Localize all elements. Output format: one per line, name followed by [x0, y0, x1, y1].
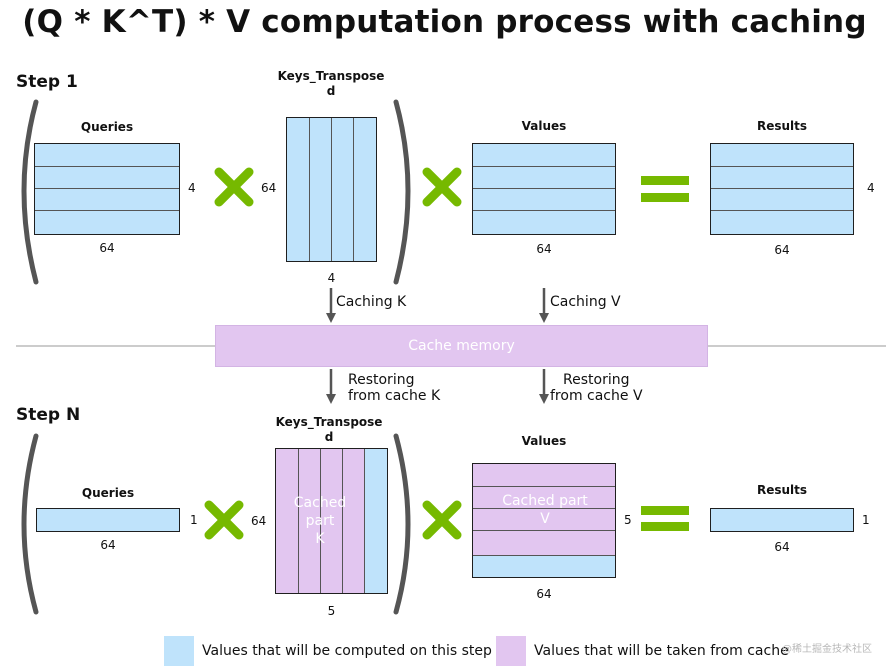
keys-n-cached-text: Cached part K	[293, 495, 347, 547]
keys-n-computed-column	[364, 449, 387, 593]
keys-rows-dim: 64	[261, 181, 277, 195]
legend-cached-swatch	[496, 636, 526, 666]
values-cols-dim: 64	[536, 242, 552, 256]
values-label: Values	[521, 119, 567, 133]
results-cols-dim: 64	[774, 243, 790, 257]
equals-icon	[641, 176, 689, 202]
keys-n-transpose-label: Keys_Transpose d	[275, 415, 383, 444]
multiply-icon	[422, 167, 462, 207]
keys-n-transpose-matrix: Cached part K	[275, 448, 388, 594]
keys-n-rows-dim: 64	[251, 514, 267, 528]
values-n-label: Values	[521, 434, 567, 448]
watermark: @稀土掘金技术社区	[782, 644, 872, 655]
values-n-cached-text: Cached part V	[502, 493, 588, 527]
results-n-rows-dim: 1	[862, 513, 870, 527]
multiply-icon	[214, 167, 254, 207]
results-n-matrix	[710, 508, 854, 532]
values-n-rows-dim: 5	[624, 513, 632, 527]
results-n-label: Results	[756, 483, 808, 497]
values-n-cols-dim: 64	[536, 587, 552, 601]
results-n-cols-dim: 64	[774, 540, 790, 554]
queries-n-cols-dim: 64	[100, 538, 116, 552]
restoring-k-label: Restoring from cache K	[348, 372, 441, 404]
queries-n-matrix	[36, 508, 180, 532]
keys-cols-dim: 4	[327, 271, 336, 285]
restoring-v-label: Restoring from cache V	[550, 372, 643, 404]
queries-n-rows-dim: 1	[190, 513, 198, 527]
multiply-icon	[422, 500, 462, 540]
results-label: Results	[756, 119, 808, 133]
keys-transpose-label: Keys_Transpose d	[277, 69, 385, 98]
left-paren-icon	[21, 99, 39, 285]
legend-computed-text: Values that will be computed on this ste…	[202, 643, 492, 659]
legend-cached-text: Values that will be taken from cache	[534, 643, 789, 659]
down-arrow-icon	[539, 369, 549, 404]
down-arrow-icon	[539, 288, 549, 323]
queries-matrix	[34, 143, 180, 235]
page-title: (Q * K^T) * V computation process with c…	[22, 4, 867, 40]
multiply-icon	[204, 500, 244, 540]
results-rows-dim: 4	[867, 181, 875, 195]
right-paren-icon	[393, 99, 411, 285]
keys-transpose-matrix	[286, 117, 377, 262]
queries-rows-dim: 4	[188, 181, 196, 195]
down-arrow-icon	[326, 369, 336, 404]
left-paren-icon	[21, 433, 39, 615]
equals-icon	[641, 506, 689, 531]
step-1-label: Step 1	[16, 72, 78, 92]
cache-memory-box: Cache memory	[215, 325, 708, 367]
queries-label: Queries	[80, 120, 134, 134]
caching-k-label: Caching K	[336, 294, 407, 310]
down-arrow-icon	[326, 288, 336, 323]
keys-n-cols-dim: 5	[327, 604, 336, 618]
values-matrix	[472, 143, 616, 235]
values-n-computed-row	[473, 555, 615, 577]
step-n-label: Step N	[16, 405, 81, 425]
queries-n-label: Queries	[81, 486, 135, 500]
right-paren-icon	[393, 433, 411, 615]
caching-v-label: Caching V	[550, 294, 621, 310]
results-matrix	[710, 143, 854, 235]
values-n-matrix: Cached part V	[472, 463, 616, 578]
queries-cols-dim: 64	[99, 241, 115, 255]
legend-computed-swatch	[164, 636, 194, 666]
